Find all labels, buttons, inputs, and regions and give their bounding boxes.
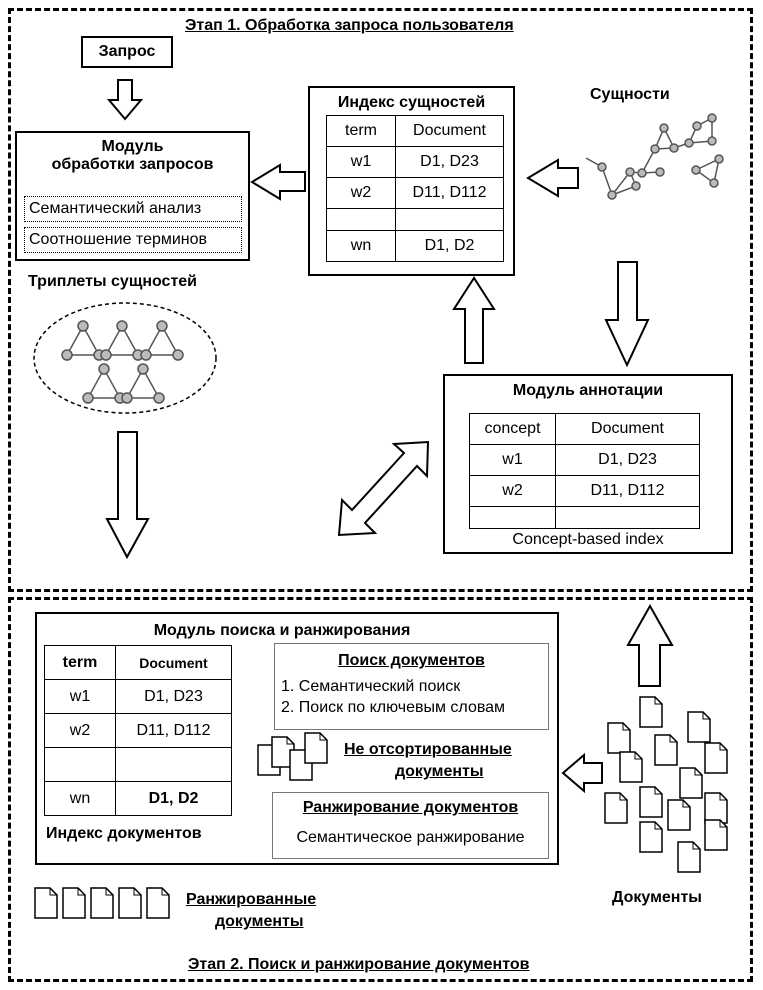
- triangle-icon: [121, 363, 165, 404]
- triangle-icon: [100, 320, 144, 361]
- document-search-box: Поиск документов 1. Семантический поиск …: [274, 643, 549, 730]
- arrow-down-icon: [105, 431, 150, 560]
- document-icon: [667, 799, 691, 831]
- document-index-label: Индекс документов: [46, 825, 202, 842]
- triangle-icon: [61, 320, 105, 361]
- arrow-up-icon: [626, 603, 674, 687]
- ranking-box: Ранжирование документов Семантическое ра…: [272, 792, 549, 859]
- table-header: Document: [115, 645, 232, 680]
- table-header: Document: [395, 115, 504, 147]
- semantic-search-item: 1. Семантический поиск: [281, 678, 461, 695]
- table-header: concept: [469, 413, 556, 445]
- document-icon: [704, 792, 728, 824]
- stage2-frame: [8, 597, 753, 982]
- table-cell: w2: [469, 475, 556, 507]
- stage2-title: Этап 2. Поиск и ранжирование документов: [188, 956, 530, 973]
- query-module-title-1: Модуль: [101, 138, 164, 155]
- keyword-search-item: 2. Поиск по ключевым словам: [281, 699, 506, 716]
- arrow-left-icon: [250, 163, 306, 201]
- table-cell: D11, D112: [115, 713, 232, 748]
- document-icon: [604, 792, 628, 824]
- table-cell: D1, D2: [395, 230, 504, 262]
- arrow-down-icon: [106, 79, 144, 121]
- unsorted-docs-label-1: Не отсортированные: [344, 741, 512, 758]
- arrow-left-icon: [526, 158, 579, 198]
- document-icon: [619, 751, 643, 783]
- ranked-docs-label-2: документы: [215, 913, 304, 930]
- document-icon: [146, 887, 170, 919]
- query-box: Запрос: [81, 36, 173, 68]
- document-icon: [118, 887, 142, 919]
- table-cell: D11, D112: [555, 475, 700, 507]
- semantic-ranking-item: Семантическое ранжирование: [296, 829, 525, 846]
- table-cell: D1, D2: [115, 781, 232, 816]
- stage1-title: Этап 1. Обработка запроса пользователя: [185, 17, 514, 34]
- arrow-down-icon: [604, 261, 650, 368]
- table-cell: [555, 506, 700, 529]
- document-icon: [639, 696, 663, 728]
- document-icon: [607, 722, 631, 754]
- concept-index-caption: Concept-based index: [512, 531, 664, 548]
- semantic-analysis-item: Семантический анализ: [24, 196, 242, 222]
- arrow-left-icon: [561, 752, 603, 794]
- entity-index-title: Индекс сущностей: [337, 94, 486, 111]
- stage1-frame: [8, 8, 753, 592]
- triplets-label: Триплеты сущностей: [28, 273, 198, 290]
- table-header: term: [326, 115, 396, 147]
- arrow-up-icon: [452, 276, 496, 364]
- ranking-title: Ранжирование документов: [302, 799, 519, 816]
- document-icon: [639, 821, 663, 853]
- entities-label: Сущности: [590, 86, 670, 103]
- document-icon: [679, 767, 703, 799]
- document-icon: [34, 887, 58, 919]
- double-arrow-icon: [337, 440, 430, 537]
- document-icon: [90, 887, 114, 919]
- triangle-icon: [140, 320, 184, 361]
- table-cell: w1: [326, 146, 396, 178]
- document-icon: [704, 742, 728, 774]
- table-cell: w2: [44, 713, 116, 748]
- term-mapping-item: Соотношение терминов: [24, 227, 242, 253]
- document-icon: [304, 732, 328, 764]
- table-cell: wn: [44, 781, 116, 816]
- document-icon: [677, 841, 701, 873]
- query-module-title-2: обработки запросов: [51, 156, 214, 173]
- document-icon: [639, 786, 663, 818]
- unsorted-docs-label-2: документы: [395, 763, 484, 780]
- query-processing-module: Модуль обработки запросов Семантический …: [15, 131, 250, 261]
- document-icon: [704, 819, 728, 851]
- documents-label: Документы: [612, 889, 702, 906]
- table-cell: D1, D23: [115, 679, 232, 714]
- table-header: term: [44, 645, 116, 680]
- search-module-title: Модуль поиска и ранжирования: [153, 622, 411, 639]
- document-icon: [654, 734, 678, 766]
- ranked-docs-label-1: Ранжированные: [186, 891, 317, 908]
- annotation-module-title: Модуль аннотации: [512, 382, 664, 399]
- document-icon: [687, 711, 711, 743]
- document-icon: [62, 887, 86, 919]
- table-cell: [44, 747, 116, 782]
- document-search-title: Поиск документов: [338, 652, 485, 669]
